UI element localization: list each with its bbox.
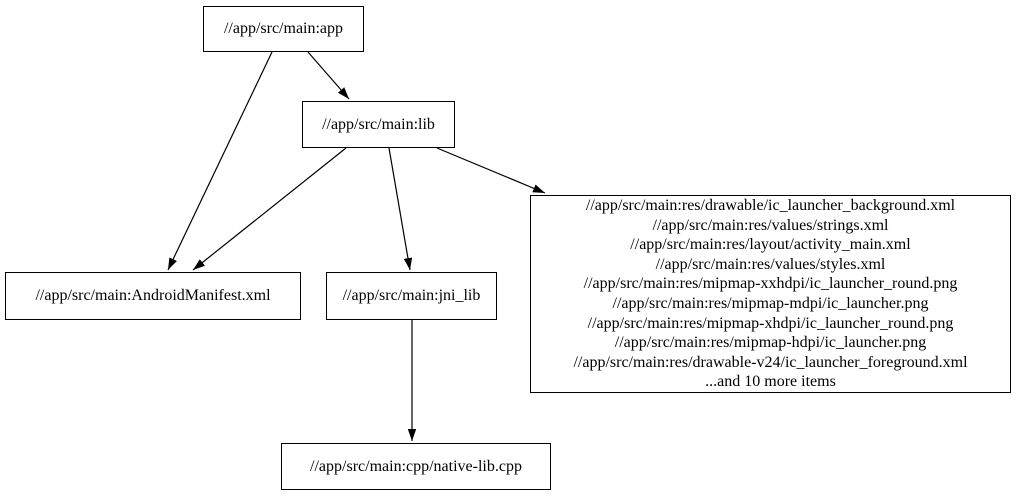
edge-lib-to-manifest <box>192 147 347 271</box>
node-android-manifest-label: //app/src/main:AndroidManifest.xml <box>35 287 271 304</box>
res-group-line: //app/src/main:res/mipmap-xhdpi/ic_launc… <box>587 314 954 332</box>
node-app-label: //app/src/main:app <box>223 20 344 37</box>
res-group-line: //app/src/main:res/mipmap-hdpi/ic_launch… <box>614 334 927 352</box>
node-jni-lib: //app/src/main:jni_lib <box>326 272 497 320</box>
res-group-line: //app/src/main:res/drawable/ic_launcher_… <box>585 197 956 215</box>
node-app: //app/src/main:app <box>203 6 364 52</box>
res-group-line: //app/src/main:res/values/strings.xml <box>652 216 889 234</box>
node-native-lib-cpp-label: //app/src/main:cpp/native-lib.cpp <box>310 457 522 475</box>
node-android-manifest: //app/src/main:AndroidManifest.xml <box>5 272 301 320</box>
res-group-line: //app/src/main:res/values/styles.xml <box>655 255 886 273</box>
res-group-line: //app/src/main:res/drawable-v24/ic_launc… <box>573 353 968 371</box>
node-jni-lib-label: //app/src/main:jni_lib <box>342 287 481 304</box>
res-group-line: //app/src/main:res/mipmap-mdpi/ic_launch… <box>612 295 929 312</box>
node-lib-label: //app/src/main:lib <box>322 115 435 133</box>
node-lib: //app/src/main:lib <box>302 101 455 148</box>
node-res-group: //app/src/main:res/drawable/ic_launcher_… <box>530 195 1011 393</box>
res-group-more-items: ...and 10 more items <box>705 373 836 391</box>
res-group-line: //app/src/main:res/mipmap-xxhdpi/ic_laun… <box>583 275 958 293</box>
res-group-line: //app/src/main:res/layout/activity_main.… <box>630 236 911 254</box>
node-native-lib-cpp: //app/src/main:cpp/native-lib.cpp <box>281 443 551 490</box>
edge-lib-to-res-group <box>436 147 546 194</box>
edge-app-to-manifest <box>167 51 273 271</box>
edge-app-to-lib <box>307 51 350 100</box>
edge-lib-to-jni-lib <box>388 147 413 271</box>
